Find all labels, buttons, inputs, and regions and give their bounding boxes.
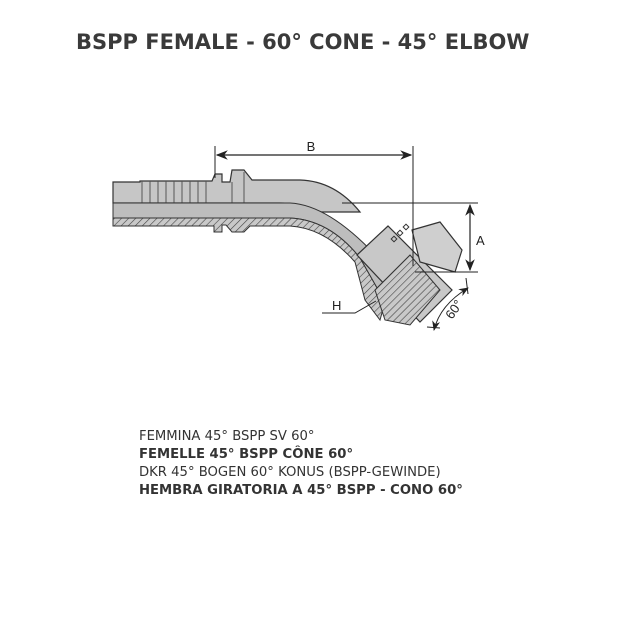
dimension-a: A bbox=[342, 202, 485, 273]
dimension-h: H bbox=[322, 298, 377, 314]
hose-tail bbox=[112, 169, 401, 322]
swivel-nut bbox=[356, 221, 463, 326]
name-italian: FEMMINA 45° BSPP SV 60° bbox=[139, 429, 315, 444]
dimension-a-label: A bbox=[476, 233, 485, 248]
dimension-b: B bbox=[214, 139, 414, 266]
dimension-h-label: H bbox=[332, 298, 341, 313]
name-spanish: HEMBRA GIRATORIA A 45° BSPP - CONO 60° bbox=[139, 483, 463, 498]
page-title: BSPP FEMALE - 60° CONE - 45° ELBOW bbox=[76, 30, 530, 54]
dimension-b-label: B bbox=[307, 139, 316, 154]
angle-label: 60° bbox=[442, 297, 466, 322]
product-names: FEMMINA 45° BSPP SV 60° FEMELLE 45° BSPP… bbox=[139, 428, 463, 500]
name-french: FEMELLE 45° BSPP CÔNE 60° bbox=[139, 447, 354, 462]
name-german: DKR 45° BOGEN 60° KONUS (BSPP-GEWINDE) bbox=[139, 465, 441, 480]
